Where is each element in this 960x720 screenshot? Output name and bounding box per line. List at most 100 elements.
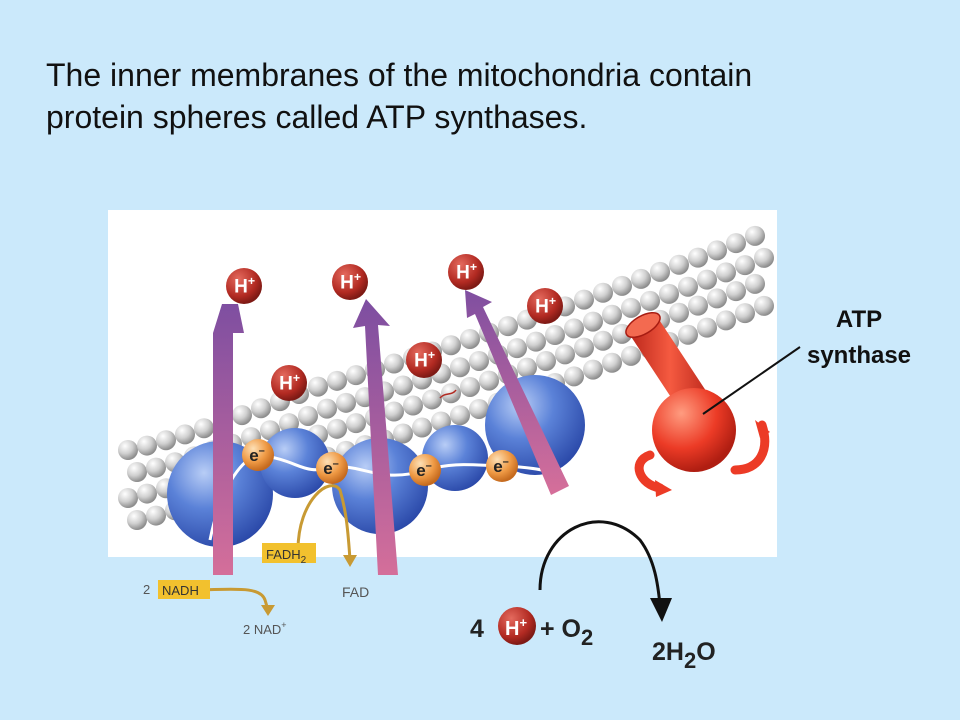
water-product: 2H2O: [652, 638, 716, 673]
phospholipid-head: [146, 505, 166, 526]
fadh2-box: [262, 543, 316, 563]
phospholipid-head: [621, 297, 641, 318]
phospholipid-head: [517, 357, 537, 378]
phospholipid-head: [735, 303, 755, 324]
nadh-label: NADH: [162, 583, 199, 598]
phospholipid-head: [146, 457, 166, 478]
atp-synthase-label: ATP synthase: [784, 302, 934, 374]
phospholipid-head: [232, 405, 252, 426]
proton: H+: [527, 288, 563, 324]
phospholipid-head: [621, 345, 641, 366]
reaction-proton: [498, 607, 536, 645]
phospholipid-head: [118, 440, 138, 460]
title-line-2: protein spheres called ATP synthases.: [46, 99, 588, 135]
phospholipid-head: [650, 261, 670, 282]
proton-group: H+ H+ H+ H+ H+ H+: [226, 254, 563, 401]
electron: e–: [486, 450, 518, 482]
phospholipid-head: [384, 401, 404, 422]
proton: H+: [271, 365, 307, 401]
phospholipid-head: [469, 350, 489, 371]
phospholipid-head: [583, 359, 603, 380]
electron: e–: [409, 454, 441, 486]
phospholipid-head: [393, 375, 413, 396]
phospholipid-head: [156, 430, 176, 451]
proton-pump-arrows: [213, 290, 569, 575]
phospholipid-head: [726, 233, 746, 254]
svg-text:H+: H+: [456, 260, 477, 284]
electron: e–: [242, 439, 274, 471]
phospholipid-head: [754, 295, 774, 316]
reaction-arrow: [538, 520, 662, 606]
phospholipid-head: [536, 351, 556, 372]
phospholipid-head: [688, 247, 708, 268]
fad-label: FAD: [342, 584, 369, 600]
phospholipid-head: [194, 418, 214, 439]
phospholipid-head: [669, 302, 689, 323]
phospholipid-head: [346, 413, 366, 434]
proton: H+: [226, 268, 262, 304]
phospholipid-head: [137, 483, 157, 504]
svg-text:H+: H+: [535, 294, 556, 318]
svg-text:H+: H+: [279, 371, 300, 395]
phospholipid-head: [659, 283, 679, 304]
nadh-box: [158, 580, 210, 599]
svg-text:e–: e–: [249, 445, 265, 465]
phospholipid-head: [450, 357, 470, 378]
phospholipid-head: [593, 282, 613, 303]
phospholipid-head: [317, 398, 337, 419]
phospholipid-head: [745, 273, 765, 294]
svg-text:e–: e–: [416, 460, 432, 480]
phospholipid-head: [507, 338, 527, 359]
phospholipid-head: [574, 337, 594, 358]
phospholipid-head: [707, 240, 727, 261]
svg-text:H+: H+: [414, 348, 435, 372]
phospholipid-head: [327, 418, 347, 439]
phospholipid-head: [678, 324, 698, 345]
phospholipid-head: [298, 405, 318, 426]
phospholipid-head: [669, 254, 689, 275]
svg-text:e–: e–: [323, 458, 339, 478]
phospholipid-head: [175, 424, 195, 445]
svg-text:H+: H+: [340, 270, 361, 294]
electron-group: e– e– e– e–: [242, 439, 518, 486]
phospholipid-head: [697, 317, 717, 338]
phospholipid-head: [403, 395, 423, 416]
phospholipid-head: [726, 281, 746, 302]
phospholipid-head: [555, 344, 575, 365]
atp-label-line-2: synthase: [806, 342, 912, 369]
phospholipid-head: [460, 376, 480, 397]
phospholipid-head: [716, 262, 736, 283]
phospholipid-head: [384, 353, 404, 374]
reaction-coefficient: 4: [470, 615, 484, 643]
phospholipid-head: [441, 335, 461, 356]
phospholipid-head: [346, 365, 366, 386]
phospholipid-head: [631, 268, 651, 289]
svg-text:H+: H+: [234, 274, 255, 298]
phospholipid-head: [612, 275, 632, 296]
phospholipid-head: [707, 288, 727, 309]
phospholipid-head: [393, 423, 413, 444]
phospholipid-head: [574, 289, 594, 310]
phospholipid-head: [545, 325, 565, 346]
phospholipid-head: [498, 316, 518, 337]
phospholipid-head: [754, 247, 774, 268]
phospholipid-head: [745, 225, 765, 246]
phospholipid-head: [137, 435, 157, 456]
phospholipid-head: [716, 310, 736, 331]
phospholipid-head: [688, 295, 708, 316]
fadh2-label: FADH2: [266, 547, 307, 566]
svg-text:H+: H+: [505, 615, 527, 640]
phospholipid-head: [412, 417, 432, 438]
phospholipid-head: [469, 398, 489, 419]
phospholipid-head: [422, 389, 442, 410]
phospholipid-head: [602, 352, 622, 373]
phospholipid-head: [602, 304, 622, 325]
electron: e–: [316, 452, 348, 484]
phospholipid-head: [327, 370, 347, 391]
phospholipid-head: [450, 405, 470, 426]
phospholipid-head: [460, 328, 480, 349]
phospholipid-head: [564, 366, 584, 387]
proton: H+: [448, 254, 484, 290]
phospholipid-head: [564, 318, 584, 339]
